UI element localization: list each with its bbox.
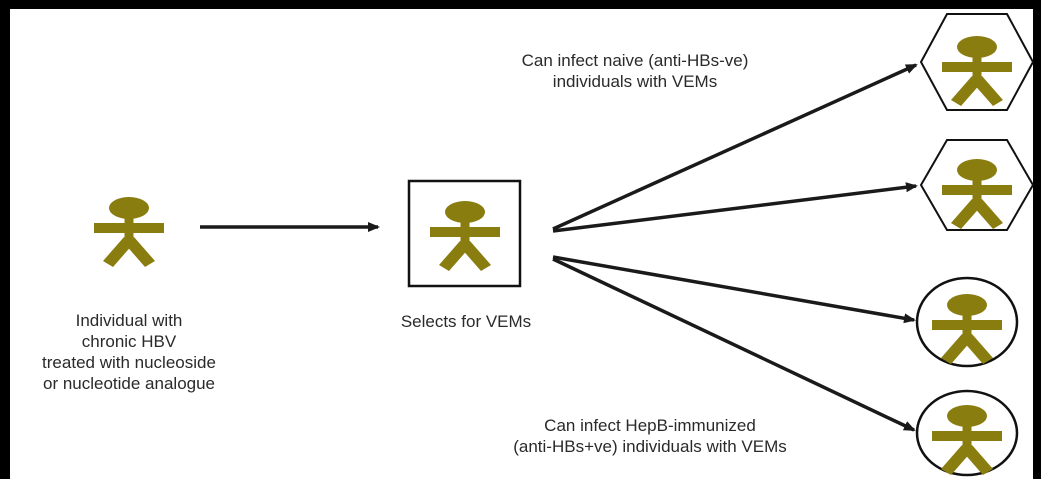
selector-label-text: Selects for VEMs: [400, 312, 532, 331]
selector-square-frame: [407, 179, 522, 288]
naive-label: Can infect naive (anti-HBs-ve) individua…: [470, 50, 800, 92]
arrow-to-immunized-2: [552, 257, 916, 432]
arrow-to-naive-1: [552, 63, 918, 231]
selector-label: Selects for VEMs: [366, 311, 566, 332]
naive-label-line: individuals with VEMs: [552, 72, 718, 91]
frame-top-border: [0, 0, 1041, 9]
source-label: Individual with chronic HBV treated with…: [10, 310, 248, 394]
immunized-label-line: Can infect HepB-immunized: [544, 416, 756, 435]
immunized-label-line: (anti-HBs+ve) individuals with VEMs: [513, 437, 787, 456]
person-icon-source: [94, 197, 164, 267]
frame-right-border: [1033, 0, 1041, 479]
source-label-line: chronic HBV: [81, 332, 177, 351]
naive-label-line: Can infect naive (anti-HBs-ve): [521, 51, 749, 70]
immunized-label: Can infect HepB-immunized (anti-HBs+ve) …: [450, 415, 850, 457]
source-label-line: Individual with: [75, 311, 183, 330]
source-label-line: treated with nucleoside: [42, 353, 216, 372]
arrow-to-naive-2: [552, 182, 918, 233]
frame-left-border: [0, 0, 10, 479]
arrow-to-immunized-1: [552, 255, 916, 324]
source-label-line: or nucleotide analogue: [42, 374, 216, 393]
